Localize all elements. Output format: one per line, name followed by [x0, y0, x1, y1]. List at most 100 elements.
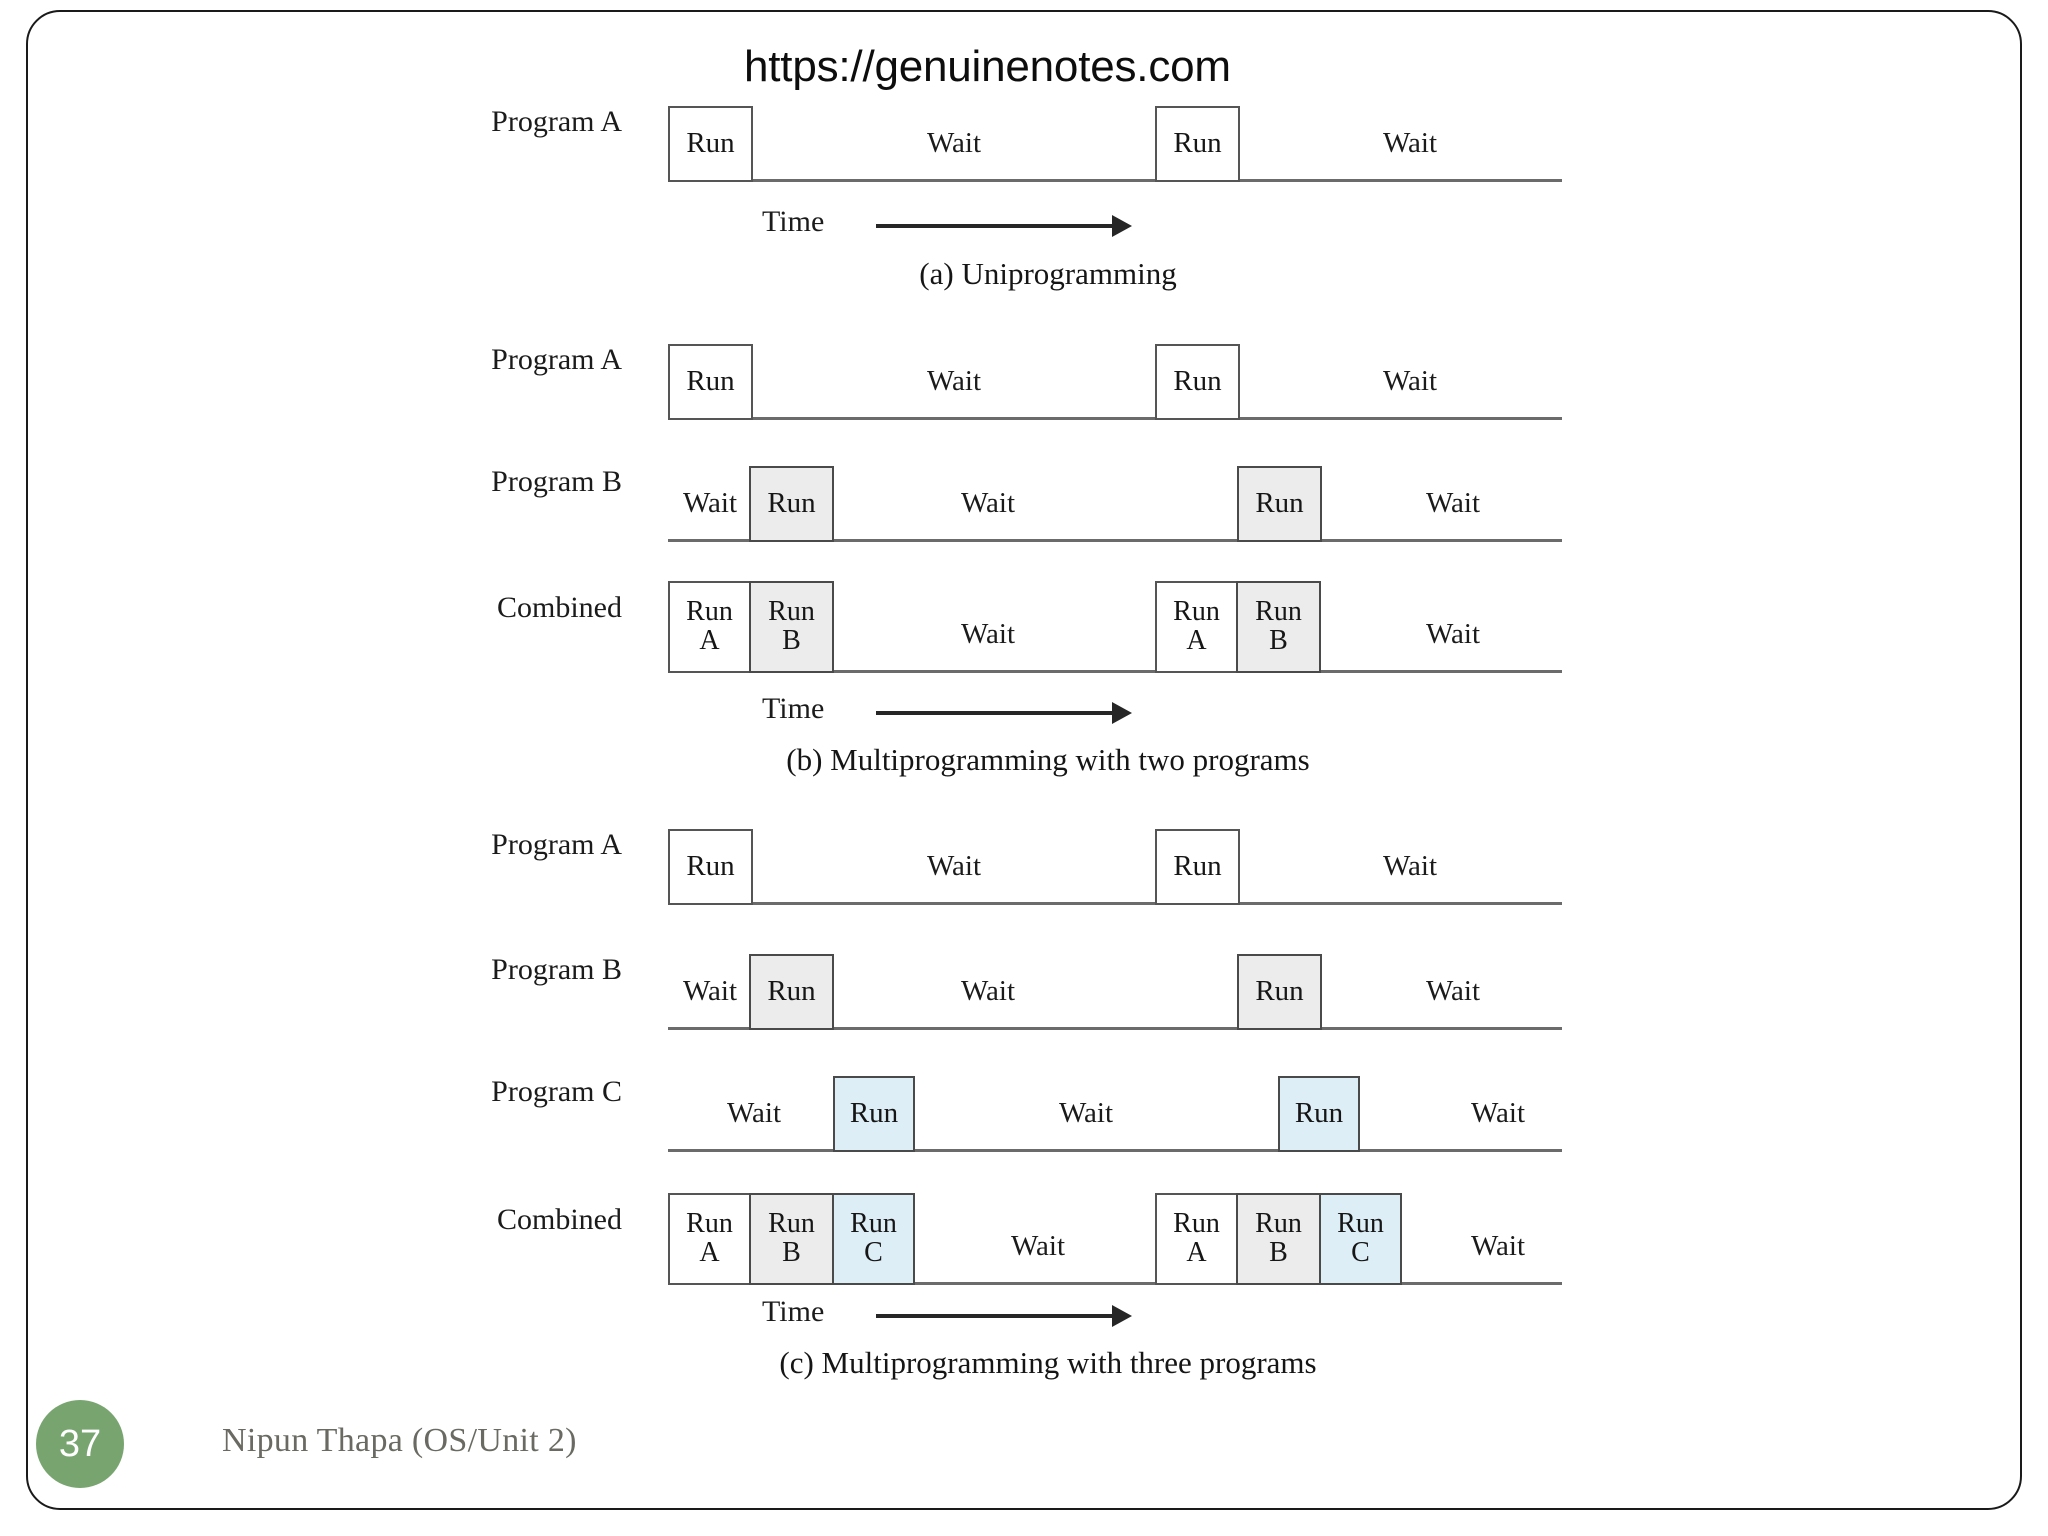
block-label: Run — [1255, 975, 1304, 1008]
block-run-b2: Run B — [1236, 581, 1321, 673]
block-run-a1: Run A — [668, 581, 751, 673]
page-number-badge: 37 — [36, 1400, 124, 1488]
block-run-b2: Run — [1237, 954, 1322, 1030]
timeline-axis — [668, 417, 1562, 420]
block-run-a2: Run A — [1155, 581, 1238, 673]
page-number: 37 — [58, 1422, 102, 1465]
block-run-a2: Run — [1155, 829, 1240, 905]
block-label: Run — [686, 127, 735, 160]
block-label: Run — [1294, 1097, 1344, 1130]
block-label: Run — [686, 1208, 733, 1240]
wait-label-end: Wait — [1470, 1230, 1526, 1262]
time-arrow-c: Time — [762, 1295, 1232, 1339]
block-run-a2: Run A — [1155, 1193, 1238, 1285]
block-label: Run — [850, 1208, 897, 1240]
wait-label-c1: Wait — [1058, 1097, 1114, 1129]
time-arrow-b: Time — [762, 692, 1232, 736]
block-run-b2: Run — [1237, 466, 1322, 542]
block-run-b1: Run — [749, 466, 834, 542]
watermark-url: https://genuinenotes.com — [744, 42, 1231, 91]
row-label-program-b: Program B — [491, 953, 622, 986]
row-b-program-b: Program B Wait Run Wait Run Wait — [491, 422, 1562, 542]
block-run-a1: Run — [668, 106, 753, 182]
block-label: Run — [1255, 487, 1304, 520]
time-arrow-line — [876, 224, 1116, 228]
time-arrow-line — [876, 1314, 1116, 1318]
wait-label-mid: Wait — [1010, 1230, 1066, 1262]
row-c-combined: Combined Run A Run B Run C Wait Run A Ru… — [497, 1155, 1562, 1285]
block-label: Run — [1173, 850, 1222, 883]
wait-label-a2: Wait — [1382, 127, 1438, 159]
block-run-c2: Run — [1278, 1076, 1360, 1152]
block-label: Run — [1255, 596, 1302, 628]
block-label: Run — [686, 365, 735, 398]
wait-label-a2: Wait — [1382, 365, 1438, 397]
block-sublabel: A — [1186, 625, 1207, 656]
wait-label-b0: Wait — [682, 487, 738, 519]
time-arrow-a: Time — [762, 205, 1232, 249]
block-run-a2: Run — [1155, 106, 1240, 182]
block-run-a1: Run — [668, 829, 753, 905]
wait-label-a2: Wait — [1382, 850, 1438, 882]
block-sublabel: A — [699, 1237, 720, 1268]
time-label: Time — [762, 692, 825, 725]
row-label-program-b: Program B — [491, 465, 622, 498]
row-label-program-a: Program A — [491, 343, 622, 376]
time-arrow-head — [1112, 1305, 1132, 1327]
caption-b: (b) Multiprogramming with two programs — [786, 742, 1310, 777]
wait-label-c1: Wait — [960, 618, 1016, 650]
block-run-b1: Run B — [749, 1193, 834, 1285]
block-label: Run — [1173, 365, 1222, 398]
row-label-program-a: Program A — [491, 105, 622, 138]
block-label: Run — [1173, 596, 1220, 628]
timeline-axis — [668, 670, 1562, 673]
wait-label-a1: Wait — [926, 127, 982, 159]
block-sublabel: C — [1351, 1237, 1370, 1268]
wait-label-b1: Wait — [960, 975, 1016, 1007]
time-label: Time — [762, 205, 825, 238]
block-label: Run — [768, 596, 815, 628]
wait-label-c0: Wait — [726, 1097, 782, 1129]
block-sublabel: B — [1269, 1237, 1288, 1268]
block-label: Run — [1173, 127, 1222, 160]
block-label: Run — [849, 1097, 899, 1130]
block-sublabel: B — [1269, 625, 1288, 656]
wait-label-b2: Wait — [1425, 975, 1481, 1007]
wait-label-c2: Wait — [1470, 1097, 1526, 1129]
row-b-program-a: Program A Run Wait Run Wait — [491, 300, 1562, 420]
block-label: Run — [767, 975, 816, 1008]
wait-label-b0: Wait — [682, 975, 738, 1007]
wait-label-a1: Wait — [926, 365, 982, 397]
timeline-axis — [668, 1282, 1562, 1285]
block-run-c2: Run C — [1319, 1193, 1402, 1285]
row-c-program-b: Program B Wait Run Wait Run Wait — [491, 910, 1562, 1030]
footer-attribution: Nipun Thapa (OS/Unit 2) — [222, 1422, 577, 1459]
caption-c: (c) Multiprogramming with three programs — [779, 1345, 1317, 1380]
block-sublabel: B — [782, 1237, 801, 1268]
time-arrow-line — [876, 711, 1116, 715]
row-a-program-a: Program A Run Wait Run Wait — [491, 62, 1562, 182]
block-run-b1: Run — [749, 954, 834, 1030]
block-run-b2: Run B — [1236, 1193, 1321, 1285]
row-c-program-a: Program A Run Wait Run Wait — [491, 785, 1562, 905]
row-label-program-a: Program A — [491, 828, 622, 861]
timeline-axis — [668, 1027, 1562, 1030]
block-run-a2: Run — [1155, 344, 1240, 420]
block-sublabel: A — [699, 625, 720, 656]
row-label-combined: Combined — [497, 1203, 622, 1236]
timeline-axis — [668, 539, 1562, 542]
wait-label-b1: Wait — [960, 487, 1016, 519]
block-label: Run — [768, 1208, 815, 1240]
block-run-c1: Run C — [832, 1193, 915, 1285]
time-label: Time — [762, 1295, 825, 1328]
row-label-combined: Combined — [497, 591, 622, 624]
block-label: Run — [1337, 1208, 1384, 1240]
wait-label-c2: Wait — [1425, 618, 1481, 650]
block-label: Run — [686, 596, 733, 628]
block-run-a1: Run A — [668, 1193, 751, 1285]
block-run-b1: Run B — [749, 581, 834, 673]
block-label: Run — [767, 487, 816, 520]
timeline-axis — [668, 179, 1562, 182]
caption-a: (a) Uniprogramming — [919, 256, 1177, 291]
